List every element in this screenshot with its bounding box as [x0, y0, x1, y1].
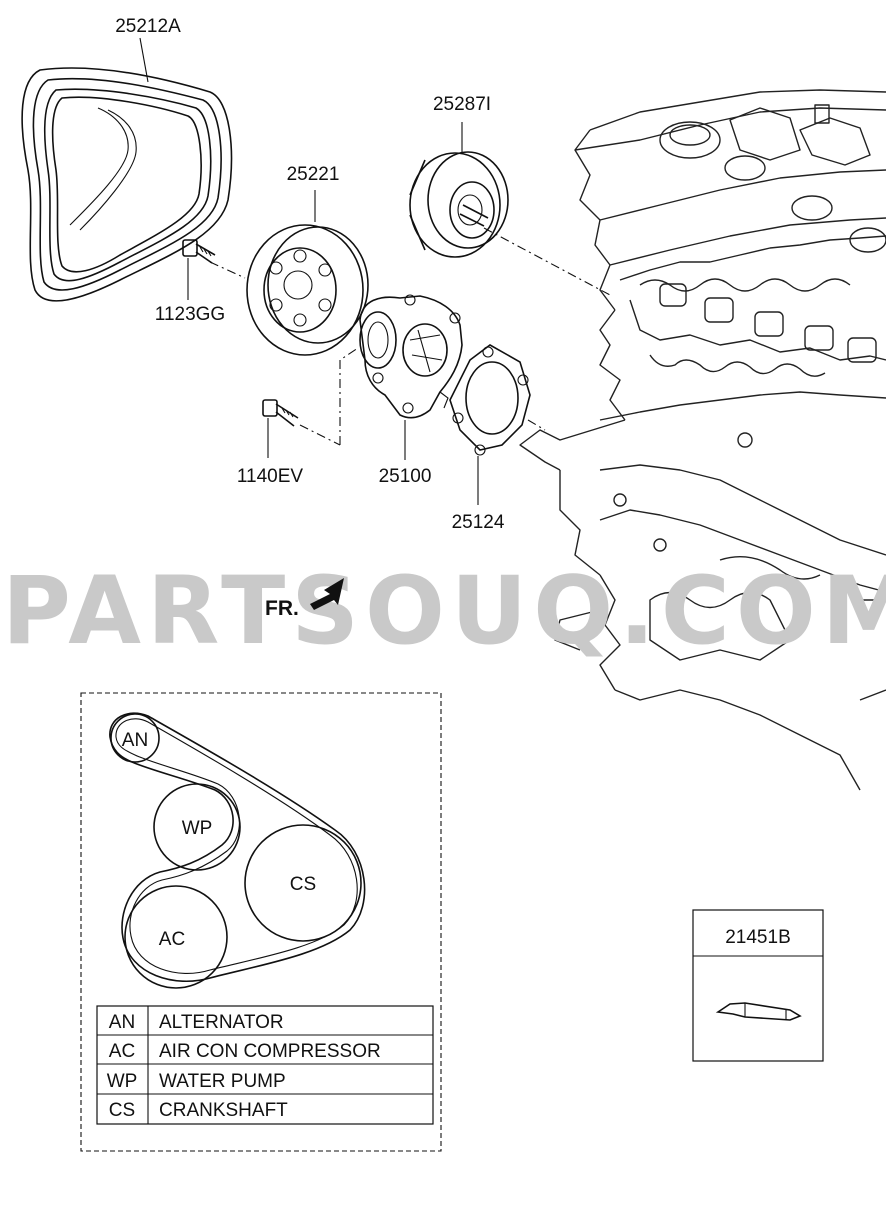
legend-code: CS: [109, 1100, 135, 1121]
drive-belt-illustration: [21, 37, 233, 302]
front-direction-indicator: FR.: [265, 578, 344, 620]
pulley-label-cs: CS: [290, 874, 316, 895]
legend-code: WP: [107, 1071, 138, 1092]
front-label: FR.: [265, 597, 299, 620]
legend-name: CRANKSHAFT: [159, 1100, 288, 1121]
assembly-lines: [209, 227, 611, 446]
label-pulley-bolt: 1123GG: [155, 304, 225, 325]
gasket-illustration: [449, 344, 531, 505]
legend-name: ALTERNATOR: [159, 1012, 284, 1033]
pump-pulley-illustration: [246, 190, 369, 356]
pulley-legend-table: AN ALTERNATOR AC AIR CON COMPRESSOR WP W…: [96, 1005, 434, 1125]
sealant-tube-icon: [715, 1002, 802, 1021]
legend-code: AC: [109, 1041, 135, 1062]
label-belt: 25212A: [115, 16, 181, 37]
sealant-part-box: 21451B: [692, 909, 824, 1062]
label-water-pump: 25100: [379, 466, 432, 487]
pulley-label-ac: AC: [159, 929, 185, 950]
legend-name: AIR CON COMPRESSOR: [159, 1041, 381, 1062]
watermark: PARTSOUQ.COM: [2, 557, 886, 666]
engine-block: [519, 89, 886, 791]
pulley-bolt-illustration: [182, 239, 216, 300]
label-pulley: 25221: [287, 164, 340, 185]
front-arrow-icon: [310, 578, 344, 610]
belt-routing-inset: AN WP CS AC AN ALTERNATOR AC AIR CON COM…: [80, 692, 442, 1152]
pulley-label-wp: WP: [182, 818, 213, 839]
label-gasket: 25124: [452, 512, 505, 533]
label-sealant: 21451B: [725, 927, 791, 948]
label-idler: 25287I: [433, 94, 491, 115]
legend-name: WATER PUMP: [159, 1071, 286, 1092]
idler-pulley-illustration: [409, 122, 509, 258]
pump-bolt-illustration: [262, 399, 299, 458]
label-pump-bolt: 1140EV: [237, 466, 304, 487]
water-pump-illustration: [359, 294, 463, 460]
pulley-label-an: AN: [122, 730, 148, 751]
legend-code: AN: [109, 1012, 135, 1033]
